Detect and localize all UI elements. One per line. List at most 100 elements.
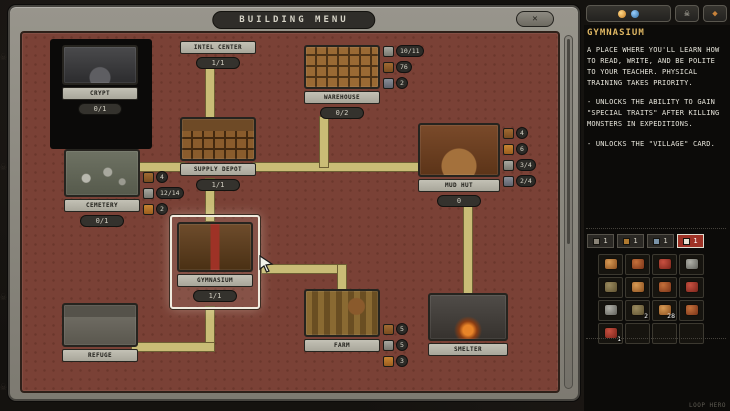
building-card-crypt[interactable]: CRYPT 0/1 xyxy=(62,45,138,115)
tab-count: 1 xyxy=(633,237,638,245)
resource-slot[interactable]: 28 xyxy=(652,300,677,321)
resource-item-icon xyxy=(631,258,645,270)
path-segment xyxy=(338,265,346,293)
resource-tab-2[interactable]: 1 xyxy=(617,234,644,248)
scrollbar-thumb[interactable] xyxy=(567,39,570,244)
farm-resource-badges: 5 5 3 xyxy=(383,323,408,367)
window-title: BUILDING MENU xyxy=(212,11,376,29)
building-count: 1/1 xyxy=(193,290,237,302)
resource-badge: 2 xyxy=(143,203,184,215)
building-card-supply-depot[interactable]: SUPPLY DEPOT 1/1 xyxy=(180,117,256,191)
skull-menu-button[interactable]: ☠ xyxy=(675,5,699,22)
resource-count: 2 xyxy=(396,77,408,89)
resource-badge: 12/14 xyxy=(143,187,184,199)
resource-slot[interactable] xyxy=(598,254,623,275)
resource-slot[interactable] xyxy=(679,277,704,298)
building-card-gymnasium-selected[interactable]: GYMNASIUM 1/1 xyxy=(170,215,260,309)
resource-slot[interactable] xyxy=(598,300,623,321)
stone-resource-icon xyxy=(383,45,394,57)
building-count: 0/2 xyxy=(320,107,364,119)
tab-count: 1 xyxy=(693,237,698,245)
building-card-mud-hut[interactable]: MUD HUT 0 4 6 3/4 2/4 xyxy=(418,123,536,207)
resource-badge: 2/4 xyxy=(503,175,536,187)
cemetery-resource-badges: 4 12/14 2 xyxy=(143,171,184,215)
building-card-cemetery[interactable]: CEMETERY 0/1 4 12/14 2 xyxy=(64,149,184,227)
resource-count: 4 xyxy=(156,171,168,183)
resource-item-icon xyxy=(685,258,699,270)
resource-slot-empty[interactable] xyxy=(679,323,704,344)
resource-slot[interactable] xyxy=(625,277,650,298)
wood-resource-icon xyxy=(383,323,394,335)
resource-slot-count: 2 xyxy=(644,312,648,320)
building-card-smelter[interactable]: SMELTER xyxy=(428,293,508,356)
building-name: WAREHOUSE xyxy=(304,91,380,104)
path-segment xyxy=(206,179,214,221)
background-skull-icon: ☠ xyxy=(0,160,7,173)
path-segment xyxy=(132,163,184,171)
hand-cursor-icon xyxy=(259,255,274,273)
building-card-farm[interactable]: FARM 5 5 3 xyxy=(304,289,408,367)
resource-badge: 5 xyxy=(383,323,408,335)
resource-badge: 4 xyxy=(503,127,536,139)
crypt-art xyxy=(62,45,138,85)
resource-count: 5 xyxy=(396,339,408,351)
resource-slot-empty[interactable] xyxy=(625,323,650,344)
path-segment xyxy=(464,201,472,297)
currency-panel[interactable] xyxy=(586,5,671,22)
resource-badge: 2 xyxy=(383,77,424,89)
building-name: REFUGE xyxy=(62,349,138,362)
board-scrollbar[interactable] xyxy=(564,35,573,389)
food-resource-icon xyxy=(503,143,514,155)
background-skull-icon: ☠ xyxy=(0,50,7,63)
building-count: 0/1 xyxy=(80,215,124,227)
resource-slot[interactable]: 1 xyxy=(598,323,623,344)
building-name: INTEL CENTER xyxy=(180,41,256,54)
metal-resource-icon xyxy=(383,77,394,89)
sidebar-background xyxy=(584,25,730,411)
warehouse-resource-badges: 10/11 76 2 xyxy=(383,45,424,89)
resource-slot[interactable] xyxy=(679,300,704,321)
skull-icon: ☠ xyxy=(684,8,690,19)
cemetery-art xyxy=(64,149,140,197)
resource-slot-empty[interactable] xyxy=(652,323,677,344)
resource-slot[interactable] xyxy=(625,254,650,275)
building-effect: - UNLOCKS THE ABILITY TO GAIN "SPECIAL T… xyxy=(587,98,720,129)
path-segment xyxy=(254,163,422,171)
building-name: GYMNASIUM xyxy=(177,274,253,287)
resource-slot[interactable] xyxy=(679,254,704,275)
resource-slot[interactable] xyxy=(598,277,623,298)
food-resource-icon xyxy=(143,203,154,215)
close-button[interactable]: ✕ xyxy=(516,11,554,27)
resource-tab-icon xyxy=(623,237,631,245)
resource-count: 3 xyxy=(396,355,408,367)
resource-tab-3[interactable]: 1 xyxy=(647,234,674,248)
building-card-warehouse[interactable]: WAREHOUSE 0/2 10/11 76 2 xyxy=(304,45,424,119)
background-skull-icon: ☠ xyxy=(0,290,7,303)
resource-item-icon xyxy=(631,304,645,316)
resource-slot[interactable] xyxy=(652,277,677,298)
resource-slot[interactable] xyxy=(652,254,677,275)
building-name: MUD HUT xyxy=(418,179,500,192)
memories-button[interactable]: ◆ xyxy=(703,5,727,22)
resource-tab-4-active[interactable]: 1 xyxy=(677,234,704,248)
resource-count: 10/11 xyxy=(396,45,424,57)
resource-badge: 6 xyxy=(503,143,536,155)
resource-slot[interactable]: 2 xyxy=(625,300,650,321)
building-count: 0/1 xyxy=(78,103,122,115)
resource-badge: 3 xyxy=(383,355,408,367)
building-name: CEMETERY xyxy=(64,199,140,212)
tab-count: 1 xyxy=(603,237,608,245)
building-tree-board: CRYPT 0/1 INTEL CENTER 1/1 WAREHOUSE 0/2… xyxy=(20,31,560,393)
resource-badge: 3/4 xyxy=(503,159,536,171)
metal-resource-icon xyxy=(503,175,514,187)
resource-tab-icon xyxy=(593,237,601,245)
background-skull-icon: ☠ xyxy=(0,380,7,393)
gymnasium-art xyxy=(177,222,253,272)
gem-icon: ◆ xyxy=(712,8,718,19)
building-card-refuge[interactable]: REFUGE xyxy=(62,303,138,362)
building-count: 0 xyxy=(437,195,481,207)
path-segment xyxy=(206,65,214,121)
building-card-intel-center[interactable]: INTEL CENTER 1/1 xyxy=(180,39,256,69)
resource-tab-1[interactable]: 1 xyxy=(587,234,614,248)
resource-count: 2 xyxy=(156,203,168,215)
